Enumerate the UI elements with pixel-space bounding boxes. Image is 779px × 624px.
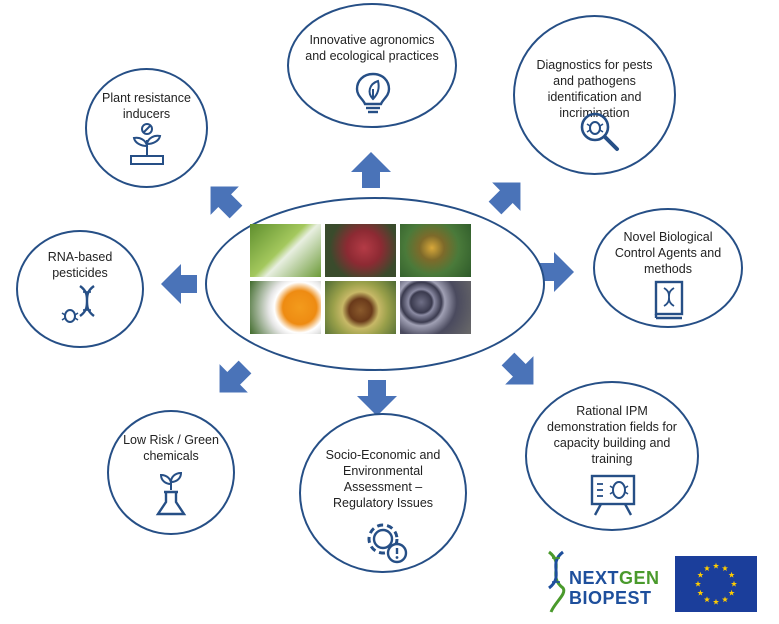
eu-star (713, 599, 719, 605)
logo-next: NEXT (569, 568, 619, 588)
lightbulb-leaf-icon (353, 71, 393, 115)
magnifier-bug-icon (577, 110, 621, 154)
arrow-down (357, 380, 397, 416)
eu-stars-icon (675, 556, 757, 612)
eu-star (729, 590, 735, 596)
arrow-down-left (205, 353, 259, 407)
node-diagnostics: Diagnostics for pests and pathogens iden… (513, 15, 676, 175)
eu-star (731, 581, 737, 587)
eu-star (713, 563, 719, 569)
node-label: RNA-based pesticides (18, 249, 142, 281)
dna-bug-icon (56, 284, 102, 330)
apple-rot-photo (325, 281, 396, 334)
eu-star (722, 565, 728, 571)
arrow-down-right (494, 345, 548, 399)
node-ipm: Rational IPM demonstration fields for ca… (525, 381, 699, 531)
node-plant-resistance: Plant resistance inducers (85, 68, 208, 188)
book-dna-icon (652, 280, 686, 320)
eu-star (695, 581, 701, 587)
logo-line-1: NEXTGEN (569, 568, 660, 589)
node-innovative-agronomics: Innovative agronomics and ecological pra… (287, 3, 457, 128)
node-socio-economic: Socio-Economic and Environmental Assessm… (299, 413, 467, 573)
node-rna-pesticides: RNA-based pesticides (16, 230, 144, 348)
diseased-fruit-photo (325, 224, 396, 277)
arrow-up (351, 152, 391, 188)
node-label: Innovative agronomics and ecological pra… (289, 32, 455, 64)
node-novel-bca: Novel Biological Control Agents and meth… (593, 208, 743, 328)
photo-collage (250, 224, 470, 334)
node-label: Rational IPM demonstration fields for ca… (527, 403, 697, 467)
board-bug-icon (589, 473, 637, 517)
arrow-up-left (196, 172, 250, 226)
eu-star (704, 565, 710, 571)
eu-flag (675, 556, 757, 612)
arrow-up-right (481, 168, 535, 222)
logo-line-2: BIOPEST (569, 588, 652, 609)
eu-star (722, 596, 728, 602)
node-label: Plant resistance inducers (87, 90, 206, 122)
node-label: Low Risk / Green chemicals (109, 432, 233, 464)
eu-star (697, 572, 703, 578)
logo-gen: GEN (619, 568, 660, 588)
arrow-left (161, 264, 197, 304)
eu-star (697, 590, 703, 596)
whitefly-photo (250, 224, 321, 277)
gear-alert-icon (363, 519, 409, 565)
node-label: Novel Biological Control Agents and meth… (595, 229, 741, 277)
mite-photo (400, 224, 471, 277)
node-low-risk: Low Risk / Green chemicals (107, 410, 235, 535)
sprout-icon (127, 122, 167, 166)
eu-star (704, 596, 710, 602)
node-label: Socio-Economic and Environmental Assessm… (301, 447, 465, 511)
eu-star (729, 572, 735, 578)
grapes-photo (400, 281, 471, 334)
dna-logo-icon (545, 550, 567, 614)
citrus-photo (250, 281, 321, 334)
flask-plant-icon (153, 468, 189, 518)
nextgen-biopest-logo: NEXTGEN BIOPEST (545, 548, 665, 618)
